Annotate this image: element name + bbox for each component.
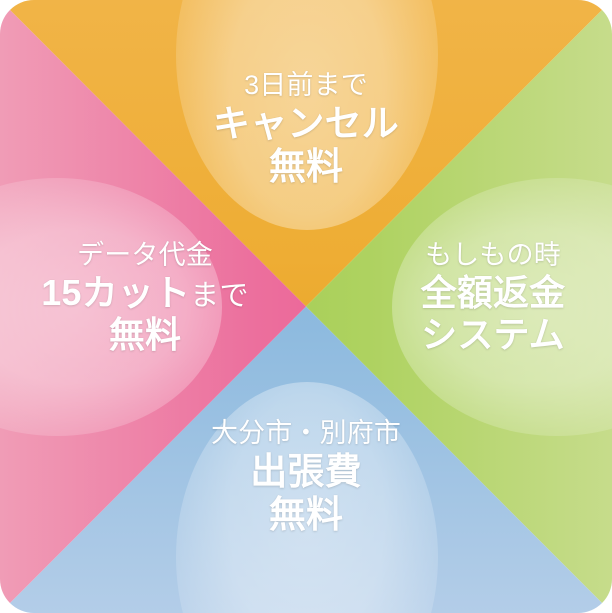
benefit-left-line-1: データ代金 [77,240,213,270]
benefit-left-line-2: 15カットまで [10,272,280,314]
benefit-bottom-line-1: 大分市・別府市 [210,418,402,448]
benefit-top-line-1: 3日前まで [244,70,368,100]
benefit-left-line-2-main: 15カット [41,271,191,313]
benefit-right-line-3: システム [421,313,565,355]
benefit-top-line-3: 無料 [268,145,344,187]
benefit-right-line-2: 全額返金 [420,271,566,313]
benefit-bottom-line-3: 無料 [268,493,344,535]
benefit-label-bottom: 大分市・別府市 出張費 無料 [156,418,456,536]
benefit-bottom-line-2: 出張費 [250,450,362,492]
benefit-right-line-1: もしもの時 [425,240,561,270]
benefit-label-right: もしもの時 全額返金 システム [380,240,606,356]
benefit-left-line-3: 無料 [108,313,182,355]
benefit-left-line-2-suffix: まで [190,279,249,312]
benefit-top-line-2: キャンセル [213,102,399,144]
benefit-label-top: 3日前まで キャンセル 無料 [156,70,456,188]
benefit-label-left: データ代金 15カットまで 無料 [10,240,280,356]
